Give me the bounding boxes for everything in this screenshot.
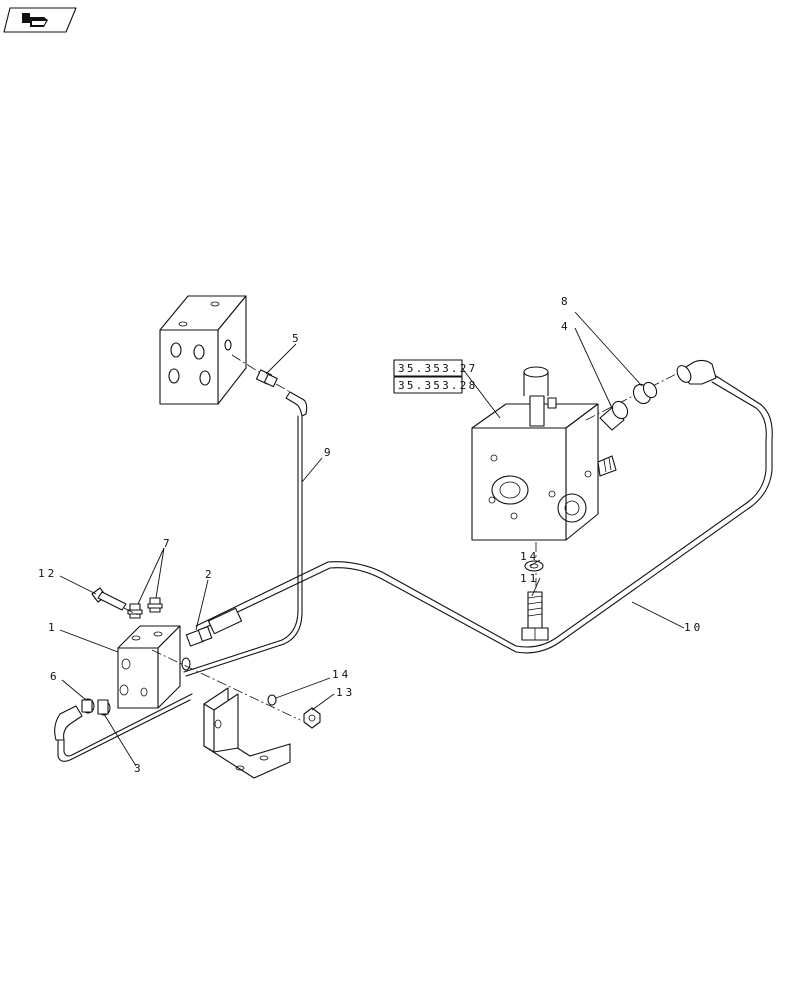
- fitting-4-upper: [599, 400, 629, 431]
- next-page-icon[interactable]: [3, 7, 77, 33]
- callout-11: 11: [520, 572, 539, 585]
- fitting-3: [97, 699, 111, 716]
- valve-block-small-1: [117, 625, 191, 709]
- callout-4-upper: 4: [561, 320, 571, 333]
- fitting-5: [255, 369, 291, 393]
- callout-8: 8: [561, 295, 571, 308]
- callout-1: 1: [48, 621, 58, 634]
- fitting-6: [81, 698, 95, 714]
- callout-3: 3: [134, 762, 144, 775]
- fitting-2: [185, 626, 213, 647]
- callout-10: 10: [684, 621, 703, 634]
- bolt-12: [91, 587, 141, 617]
- washer-14-lower: [267, 694, 277, 706]
- callout-6: 6: [50, 670, 60, 683]
- callout-2: 2: [205, 568, 215, 581]
- reference-box[interactable]: 35.353.27 35.353.28: [393, 359, 501, 419]
- elbow-fitting-9: [285, 391, 308, 417]
- reference-35-353-27[interactable]: 35.353.27: [398, 362, 477, 375]
- elbow-fitting-10: [676, 359, 717, 385]
- elbow-fitting-left: [54, 705, 83, 741]
- callout-13: 13: [336, 686, 355, 699]
- mounting-bracket: [203, 687, 291, 779]
- callout-12: 12: [38, 567, 57, 580]
- callout-7: 7: [163, 537, 173, 550]
- callout-9: 9: [324, 446, 334, 459]
- fitting-7-b: [147, 597, 163, 613]
- valve-block-upper: [159, 295, 247, 405]
- hose-10: [199, 375, 773, 654]
- callout-14-upper: 14: [520, 550, 539, 563]
- hose-9: [185, 415, 303, 677]
- nut-13: [303, 707, 321, 729]
- valve-block-main: [471, 366, 617, 541]
- bolt-11: [521, 591, 549, 641]
- callout-5: 5: [292, 332, 302, 345]
- fitting-8: [632, 381, 658, 405]
- reference-35-353-28[interactable]: 35.353.28: [398, 379, 477, 392]
- hose-end-9: [207, 607, 243, 635]
- callout-14-lower: 14: [332, 668, 351, 681]
- leader-lines: [59, 311, 685, 767]
- callout-labels: 5 8 4 9 14 11 10 12 7 2 1 6 3 14 13: [38, 295, 703, 775]
